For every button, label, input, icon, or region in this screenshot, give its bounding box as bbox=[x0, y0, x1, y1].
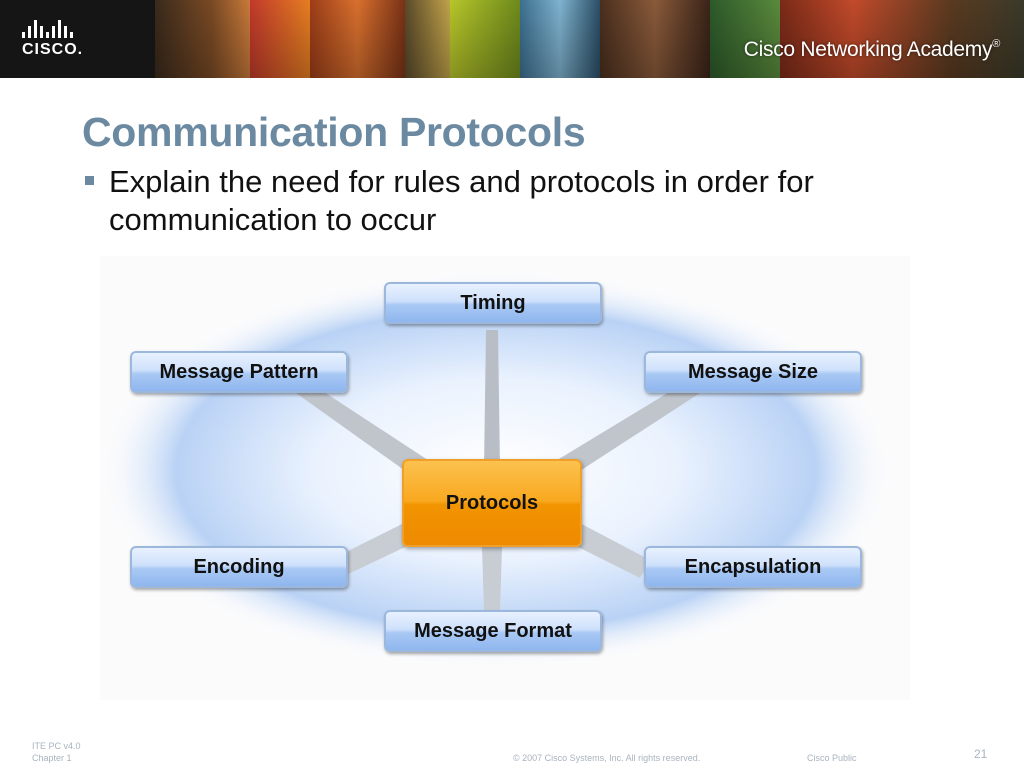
connector-message-size bbox=[544, 388, 700, 480]
page-number: 21 bbox=[974, 747, 988, 761]
banner-photo bbox=[600, 0, 710, 78]
banner-photo bbox=[780, 0, 1024, 78]
node-encoding: Encoding bbox=[130, 546, 348, 588]
connector-message-format bbox=[482, 547, 502, 612]
connector-encoding bbox=[330, 520, 420, 578]
node-message-format: Message Format bbox=[384, 610, 602, 652]
bullet-square-icon bbox=[85, 176, 94, 185]
footer-version: ITE PC v4.0 bbox=[32, 741, 81, 751]
bullet-text: Explain the need for rules and protocols… bbox=[109, 164, 814, 237]
banner-photo bbox=[710, 0, 780, 78]
banner-photo bbox=[155, 0, 250, 78]
slide-title: Communication Protocols bbox=[82, 109, 586, 155]
connector-timing bbox=[484, 330, 500, 468]
banner-photo bbox=[450, 0, 520, 78]
cisco-logo-text: CISCO. bbox=[22, 41, 84, 58]
cisco-bars-icon bbox=[22, 20, 76, 38]
connector-message-pattern bbox=[296, 388, 440, 480]
banner-photo bbox=[520, 0, 600, 78]
banner-photo bbox=[405, 0, 450, 78]
banner-photo bbox=[250, 0, 310, 78]
banner-photo bbox=[310, 0, 405, 78]
footer-copyright: © 2007 Cisco Systems, Inc. All rights re… bbox=[513, 753, 701, 763]
connector-encapsulation bbox=[564, 520, 650, 578]
header-banner: CISCO. Cisco Networking Academy® bbox=[0, 0, 1024, 78]
node-message-size: Message Size bbox=[644, 351, 862, 393]
footer-classification: Cisco Public bbox=[807, 753, 857, 763]
footer-chapter: Chapter 1 bbox=[32, 753, 72, 763]
node-encapsulation: Encapsulation bbox=[644, 546, 862, 588]
academy-title: Cisco Networking Academy® bbox=[743, 38, 1001, 61]
node-protocols: Protocols bbox=[402, 459, 582, 547]
banner-photo-strip bbox=[155, 0, 1024, 78]
node-message-pattern: Message Pattern bbox=[130, 351, 348, 393]
node-timing: Timing bbox=[384, 282, 602, 324]
footer-course-info: ITE PC v4.0 Chapter 1 bbox=[32, 740, 81, 764]
cisco-logo: CISCO. bbox=[0, 0, 155, 78]
